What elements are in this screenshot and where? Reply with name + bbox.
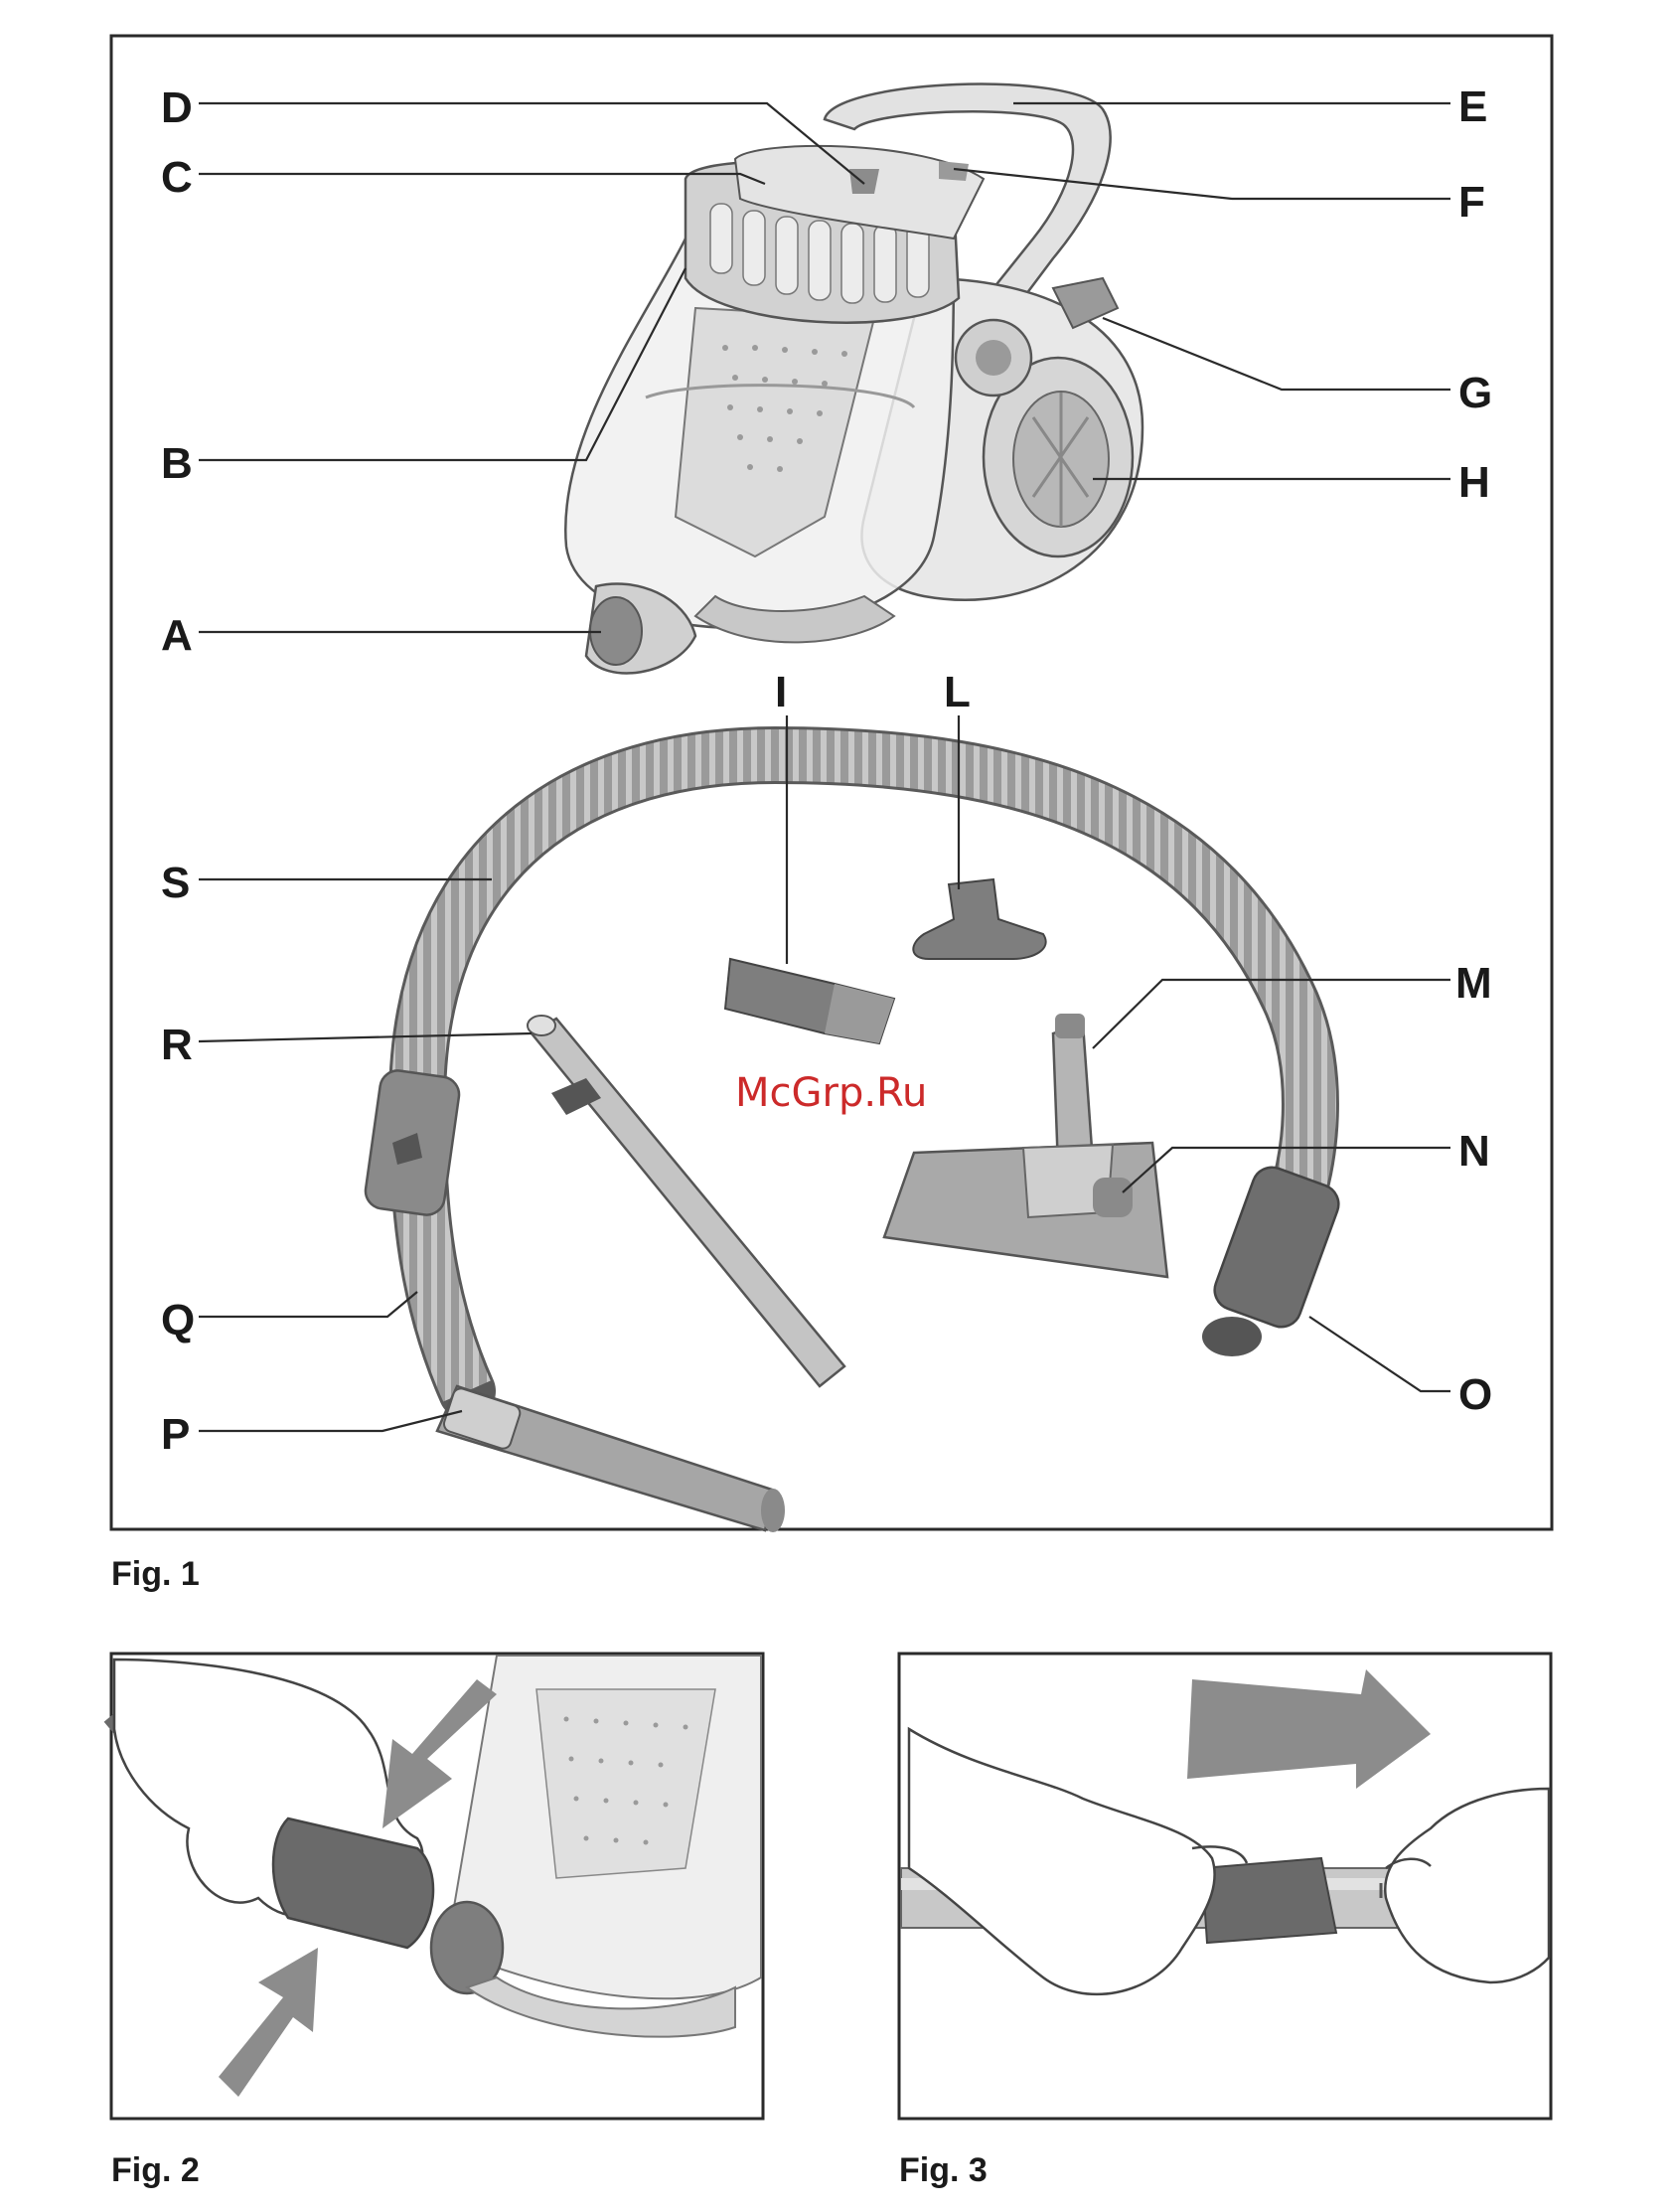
label-r: R — [161, 1021, 193, 1069]
label-e: E — [1458, 82, 1487, 131]
figure-1: D C B A S R Q P E F G H I L M N O McGrp.… — [111, 36, 1552, 1532]
figure-2 — [111, 1654, 763, 2119]
label-h: H — [1458, 458, 1490, 507]
watermark: McGrp.Ru — [735, 1070, 927, 1116]
container-release-button — [849, 169, 879, 194]
label-s: S — [161, 859, 190, 907]
label-p: P — [161, 1410, 190, 1459]
figure-2-caption: Fig. 2 — [111, 2151, 200, 2189]
label-o: O — [1458, 1370, 1492, 1419]
label-b: B — [161, 439, 193, 488]
label-l: L — [944, 668, 971, 716]
brush-pedal — [1093, 1178, 1133, 1217]
label-g: G — [1458, 369, 1492, 417]
figure-3 — [899, 1654, 1551, 2119]
label-n: N — [1458, 1127, 1490, 1176]
label-q: Q — [161, 1296, 195, 1344]
label-f: F — [1458, 178, 1485, 227]
label-a: A — [161, 611, 193, 660]
label-c: C — [161, 153, 193, 202]
label-d: D — [161, 83, 193, 132]
tube-lock-slider — [1202, 1858, 1336, 1943]
label-m: M — [1455, 959, 1492, 1008]
label-i: I — [775, 668, 787, 716]
figure-3-caption: Fig. 3 — [899, 2151, 988, 2189]
figure-1-caption: Fig. 1 — [111, 1555, 200, 1593]
